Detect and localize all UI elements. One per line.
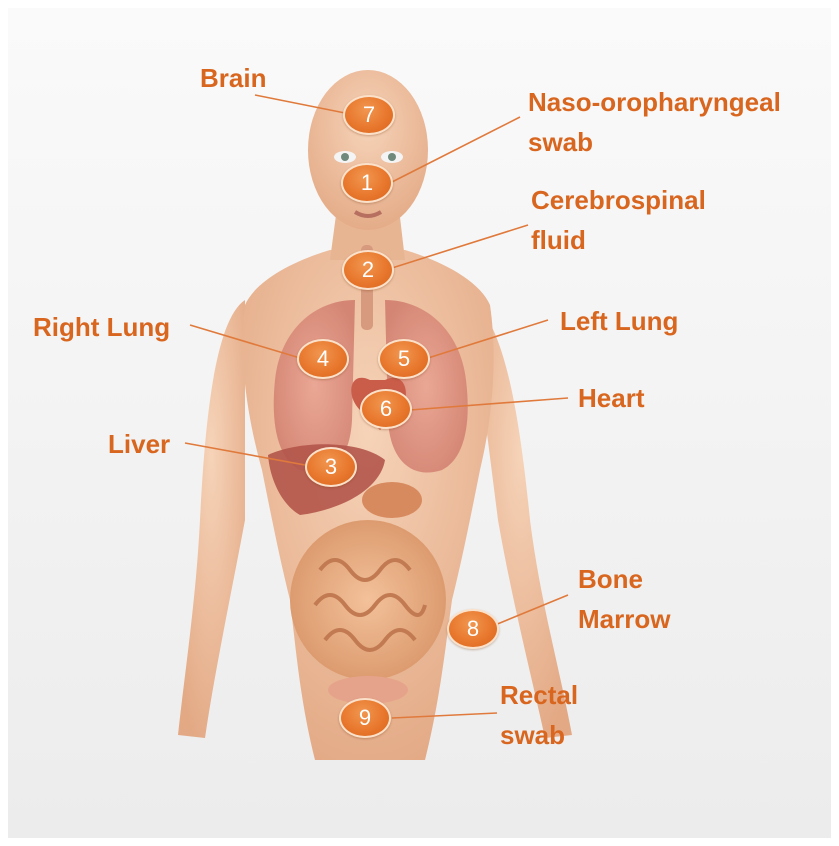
label-bone-marrow-line2: Marrow [578,603,670,635]
label-naso-oropharyngeal-line1: Naso-oropharyngeal [528,86,781,118]
label-left-lung: Left Lung [560,305,678,337]
label-liver: Liver [108,428,170,460]
label-naso-oropharyngeal-line2: swab [528,126,593,158]
badge-csf: 2 [342,250,394,290]
badge-bone-marrow: 8 [447,609,499,649]
label-right-lung: Right Lung [33,311,170,343]
head [308,70,428,230]
stomach-shape [362,482,422,518]
label-heart: Heart [578,382,644,414]
label-brain: Brain [200,62,266,94]
label-cerebrospinal-line2: fluid [531,224,586,256]
label-cerebrospinal-line1: Cerebrospinal [531,184,706,216]
badge-liver: 3 [305,447,357,487]
label-rectal-line1: Rectal [500,679,578,711]
badge-heart: 6 [360,389,412,429]
badge-brain: 7 [343,95,395,135]
left-iris [388,153,396,161]
label-bone-marrow-line1: Bone [578,563,643,595]
right-iris [341,153,349,161]
intestines-shape [290,520,446,680]
badge-rectal: 9 [339,698,391,738]
label-rectal-line2: swab [500,719,565,751]
badge-right-lung: 4 [297,339,349,379]
badge-naso: 1 [341,163,393,203]
badge-left-lung: 5 [378,339,430,379]
